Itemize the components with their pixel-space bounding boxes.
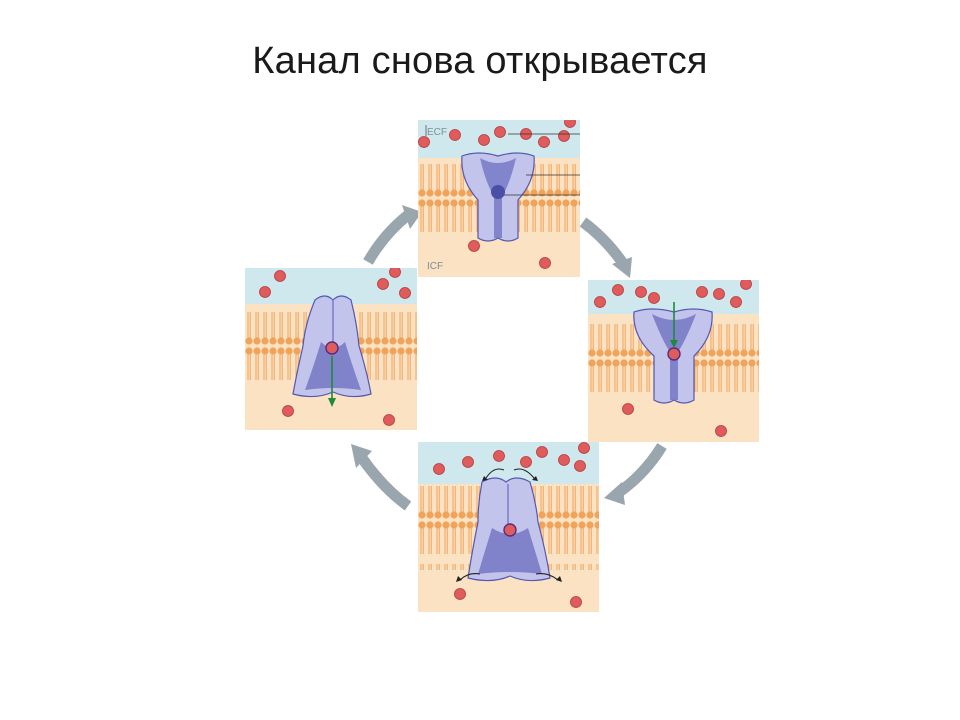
conformation-arrows (459, 468, 559, 581)
panel-bottom (418, 442, 599, 612)
cycle-arrow-left-to-top (363, 210, 412, 265)
panel-top: ECF ICF (418, 120, 580, 277)
ions (259, 268, 411, 426)
ecf-region (418, 120, 580, 158)
ion-binding-site (491, 185, 505, 199)
ions-icf (468, 240, 551, 269)
cycle-arrow-right-to-bottom (614, 443, 667, 498)
cycle-arrow-bottom-to-left (357, 454, 412, 511)
cycle-arrowhead-left-to-top (402, 205, 422, 229)
cycle-arrowhead-right-to-bottom (604, 482, 625, 505)
ions-ecf (418, 120, 576, 148)
ions (594, 280, 752, 437)
cycle-arrowhead-bottom-to-left (351, 444, 372, 468)
icf-region (418, 236, 580, 277)
cycle-arrow-top-to-right (579, 217, 627, 266)
slide-title: Канал снова открывается (252, 40, 708, 82)
panel-left (245, 268, 417, 430)
icf-label: ICF (427, 261, 443, 272)
ions (433, 442, 590, 608)
ecf-label: ECF (427, 127, 447, 138)
cycle-arrowhead-top-to-right (612, 257, 632, 278)
panel-right (588, 280, 759, 442)
